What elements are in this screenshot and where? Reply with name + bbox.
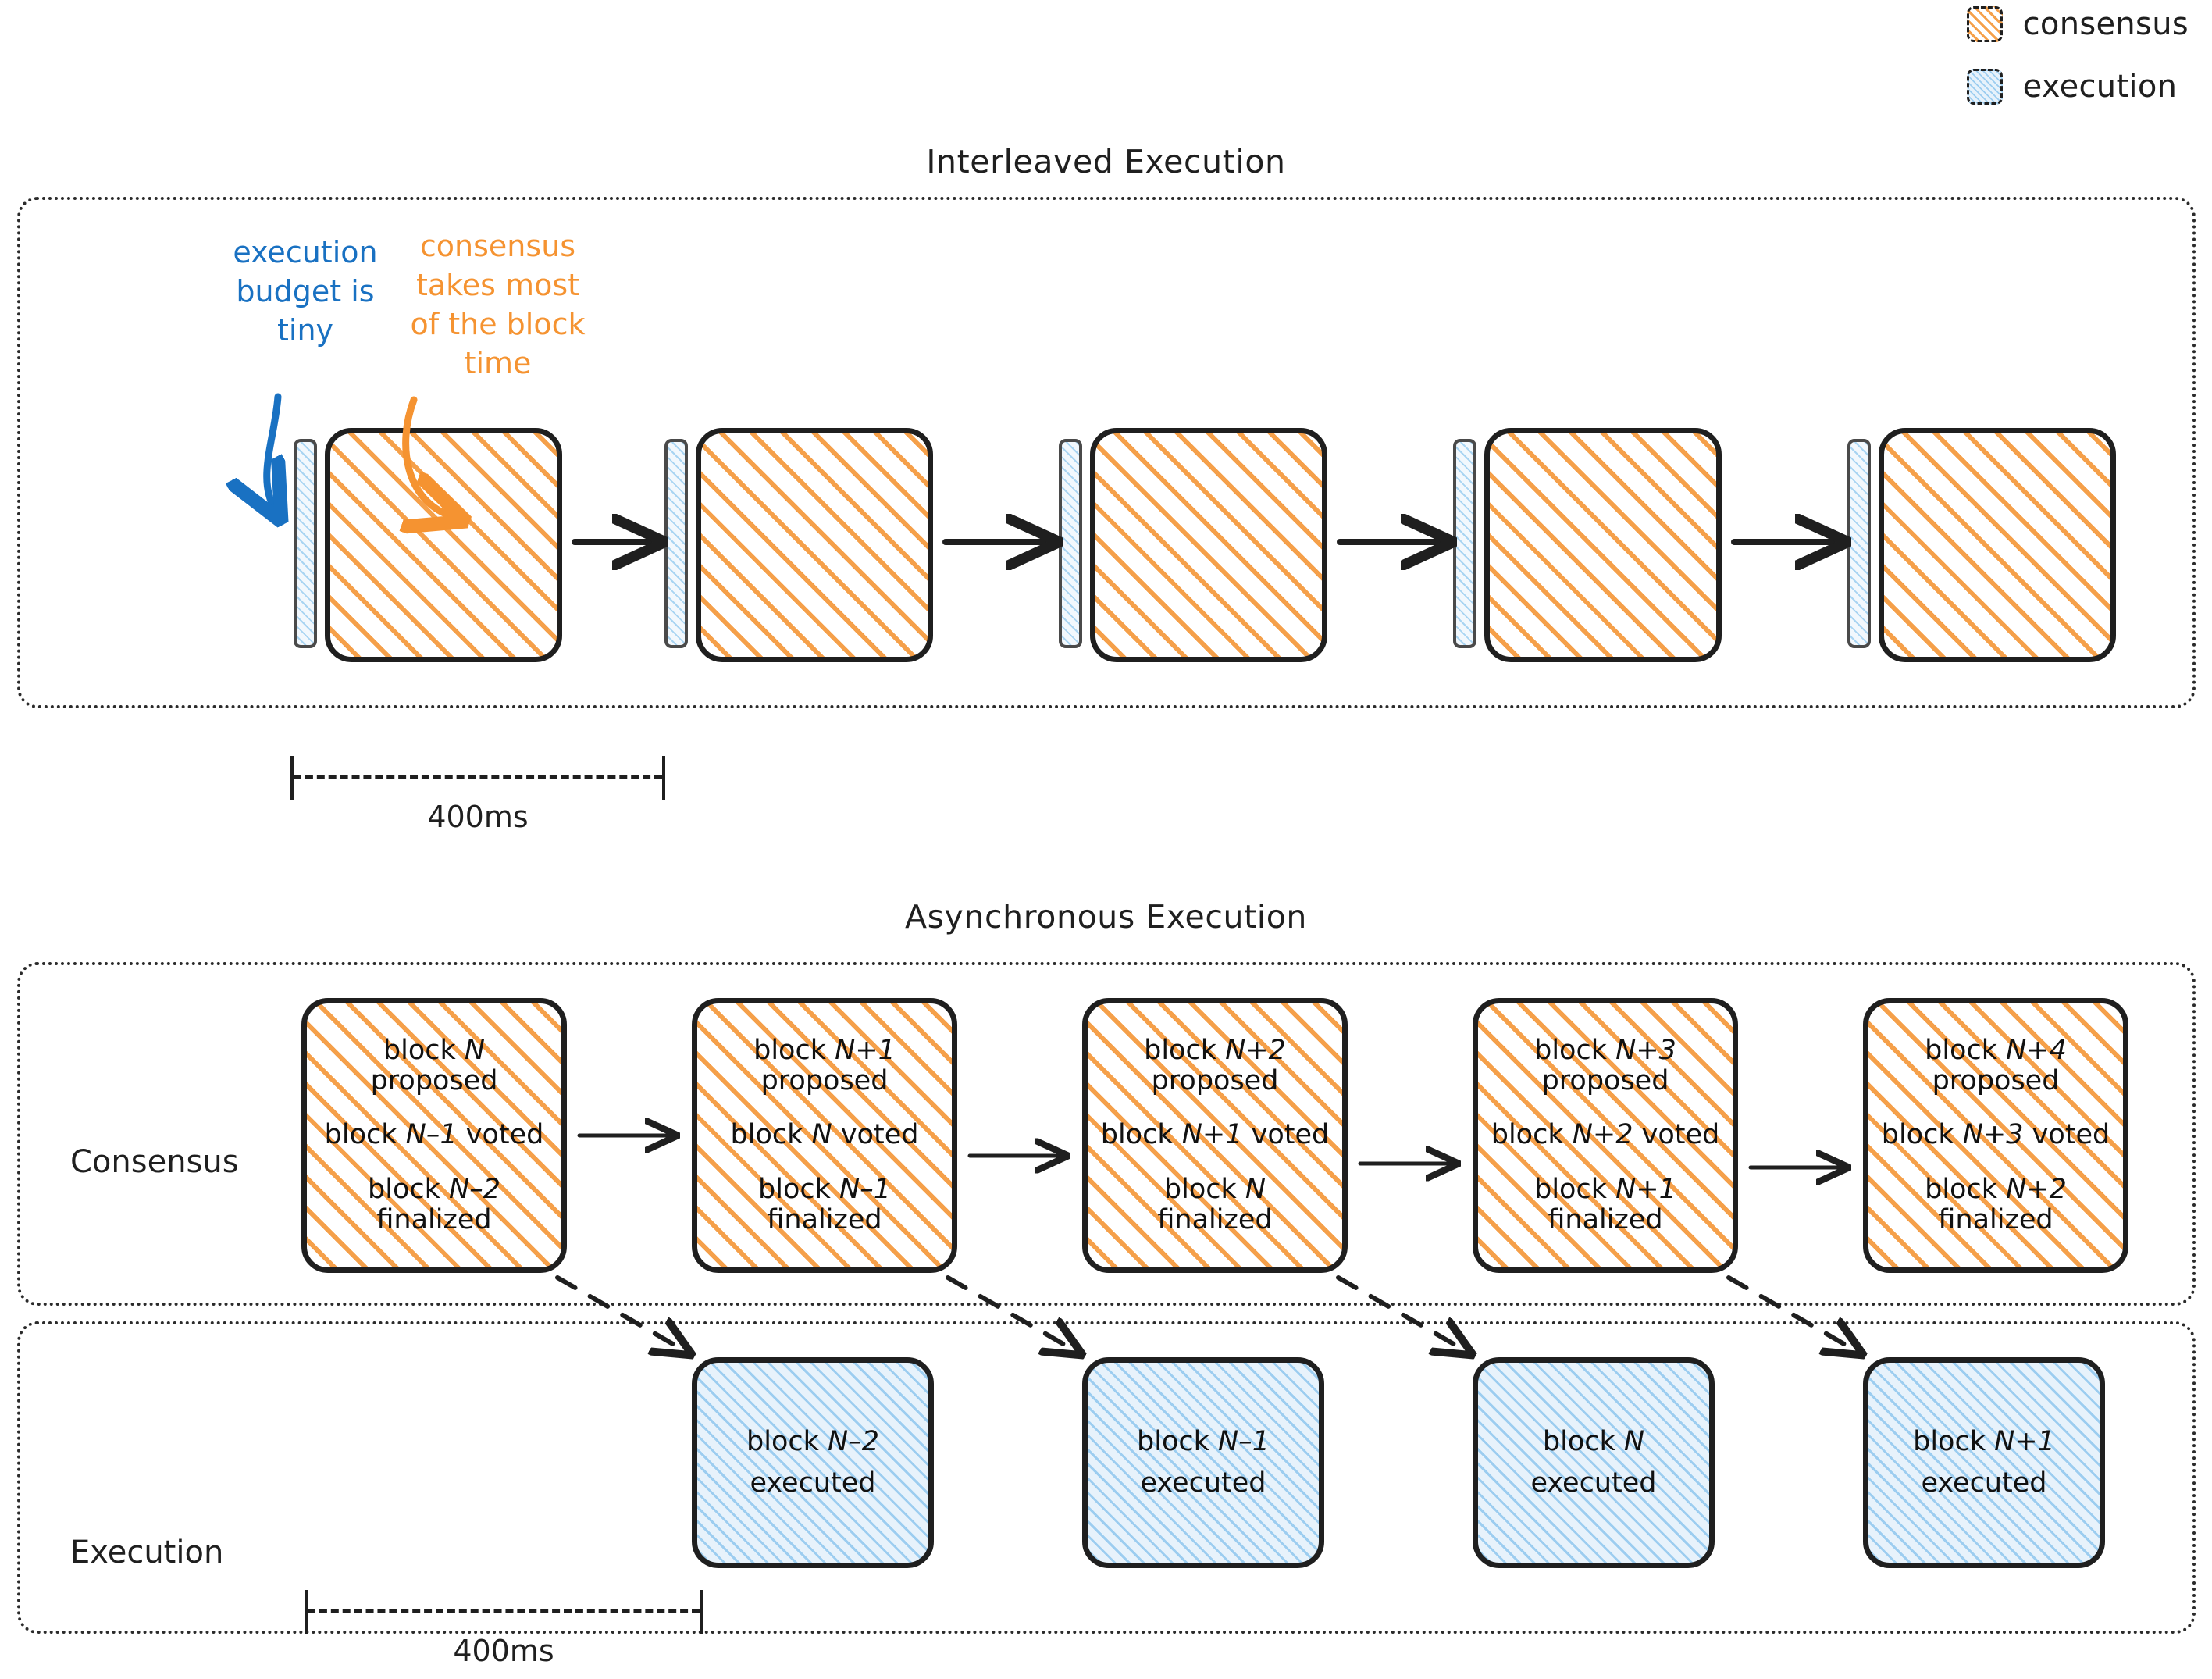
ruler-tick-left	[305, 1590, 308, 1634]
consensus-block-4	[1484, 428, 1722, 662]
section-title-interleaved: Interleaved Execution	[926, 143, 1286, 180]
interleaved-container	[17, 197, 2196, 708]
async-execution-block-4: block N+1 executed	[1863, 1357, 2105, 1568]
ruler-line	[308, 1609, 700, 1613]
execution-bar-3	[1059, 439, 1082, 648]
async-execution-block-1: block N–2 executed	[692, 1357, 934, 1568]
async-execution-text-3: block N executed	[1530, 1425, 1657, 1499]
async-execution-text-4: block N+1 executed	[1913, 1425, 2055, 1499]
async-execution-text-2: block N–1 executed	[1137, 1425, 1270, 1499]
ruler-line	[294, 775, 662, 779]
row-label-execution: Execution	[70, 1535, 224, 1570]
consensus-block-3	[1090, 428, 1327, 662]
execution-swatch-icon	[1966, 69, 2003, 105]
ruler-tick-right	[662, 756, 665, 800]
consensus-swatch-icon	[1966, 6, 2003, 42]
consensus-block-5	[1879, 428, 2116, 662]
consensus-block-2	[696, 428, 933, 662]
legend: consensus execution	[1966, 6, 2189, 105]
execution-bar-2	[664, 439, 688, 648]
consensus-block-1	[325, 428, 562, 662]
async-execution-block-2: block N–1 executed	[1082, 1357, 1324, 1568]
ruler-tick-left	[290, 756, 294, 800]
execution-bar-4	[1453, 439, 1476, 648]
legend-label-execution: execution	[2022, 69, 2178, 105]
annotation-execution-budget: execution budget is tiny	[233, 235, 378, 348]
ruler-tick-right	[700, 1590, 703, 1634]
execution-bar-5	[1847, 439, 1871, 648]
row-label-consensus: Consensus	[70, 1144, 239, 1180]
legend-item-consensus: consensus	[1966, 6, 2189, 42]
async-execution-text-1: block N–2 executed	[746, 1425, 879, 1499]
execution-bar-1	[294, 439, 317, 648]
ruler-label: 400ms	[427, 800, 529, 834]
legend-label-consensus: consensus	[2022, 6, 2189, 42]
consensus-row-container	[17, 962, 2196, 1306]
legend-item-execution: execution	[1966, 69, 2178, 105]
execution-row-container	[17, 1321, 2196, 1634]
async-execution-block-3: block N executed	[1473, 1357, 1715, 1568]
annotation-consensus-share: consensus takes most of the block time	[410, 229, 586, 381]
section-title-asynchronous: Asynchronous Execution	[904, 898, 1308, 936]
ruler-label: 400ms	[453, 1634, 554, 1668]
